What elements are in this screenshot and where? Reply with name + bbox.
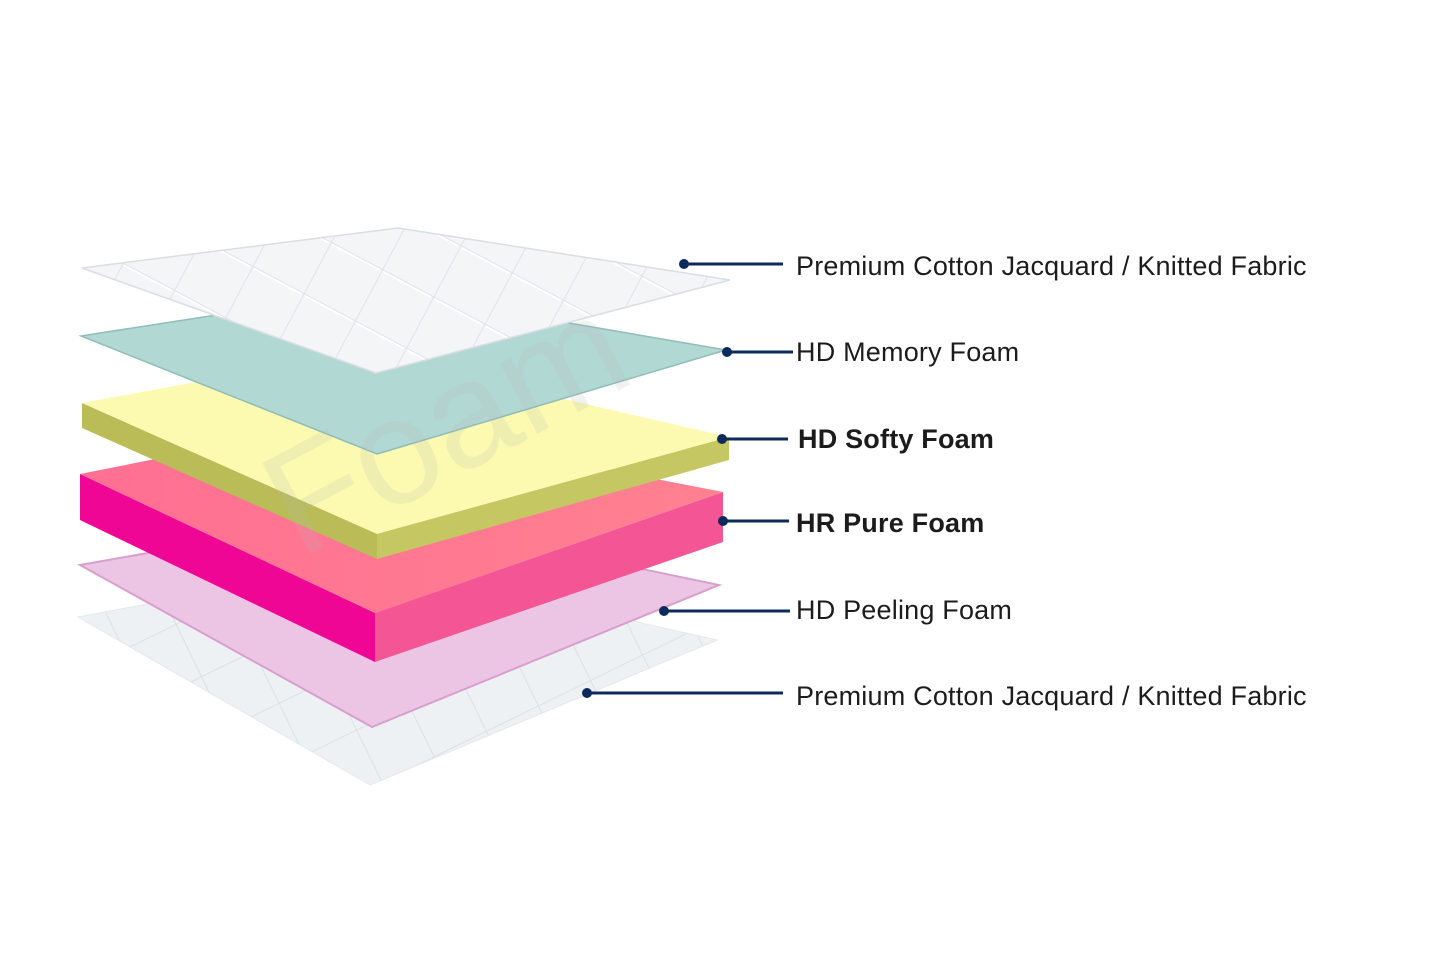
layer-top-fabric — [81, 227, 731, 374]
label-memory-foam: HD Memory Foam — [796, 337, 1020, 367]
leader-softy-foam — [717, 434, 788, 444]
label-peeling-foam: HD Peeling Foam — [796, 595, 1013, 625]
leader-peeling-foam — [659, 606, 790, 616]
leader-top-fabric — [679, 259, 783, 269]
leader-pure-foam — [718, 516, 789, 526]
label-top-fabric: Premium Cotton Jacquard / Knitted Fabric — [796, 251, 1307, 281]
leader-bottom-fabric — [582, 688, 783, 698]
label-softy-foam: HD Softy Foam — [798, 424, 995, 454]
label-pure-foam: HR Pure Foam — [796, 508, 985, 538]
leader-lines — [582, 259, 793, 698]
label-bottom-fabric: Premium Cotton Jacquard / Knitted Fabric — [796, 681, 1307, 711]
leader-memory-foam — [722, 347, 793, 357]
